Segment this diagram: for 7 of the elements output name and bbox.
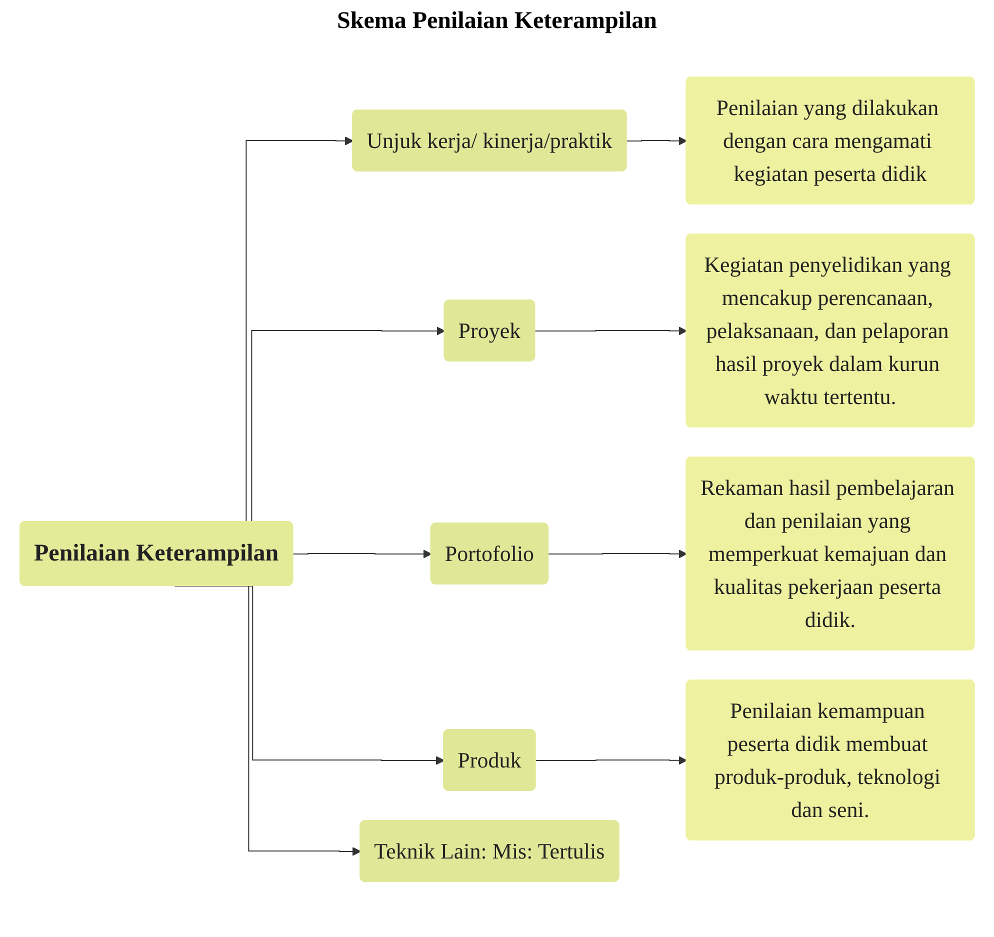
- arrow: [174, 585, 361, 856]
- diagram-title: Skema Penilaian Keterampilan: [336, 8, 658, 35]
- arrow: [535, 756, 688, 765]
- arrow: [292, 549, 432, 558]
- arrow: [626, 136, 688, 146]
- arrow: [534, 326, 688, 336]
- arrow: [548, 549, 688, 558]
